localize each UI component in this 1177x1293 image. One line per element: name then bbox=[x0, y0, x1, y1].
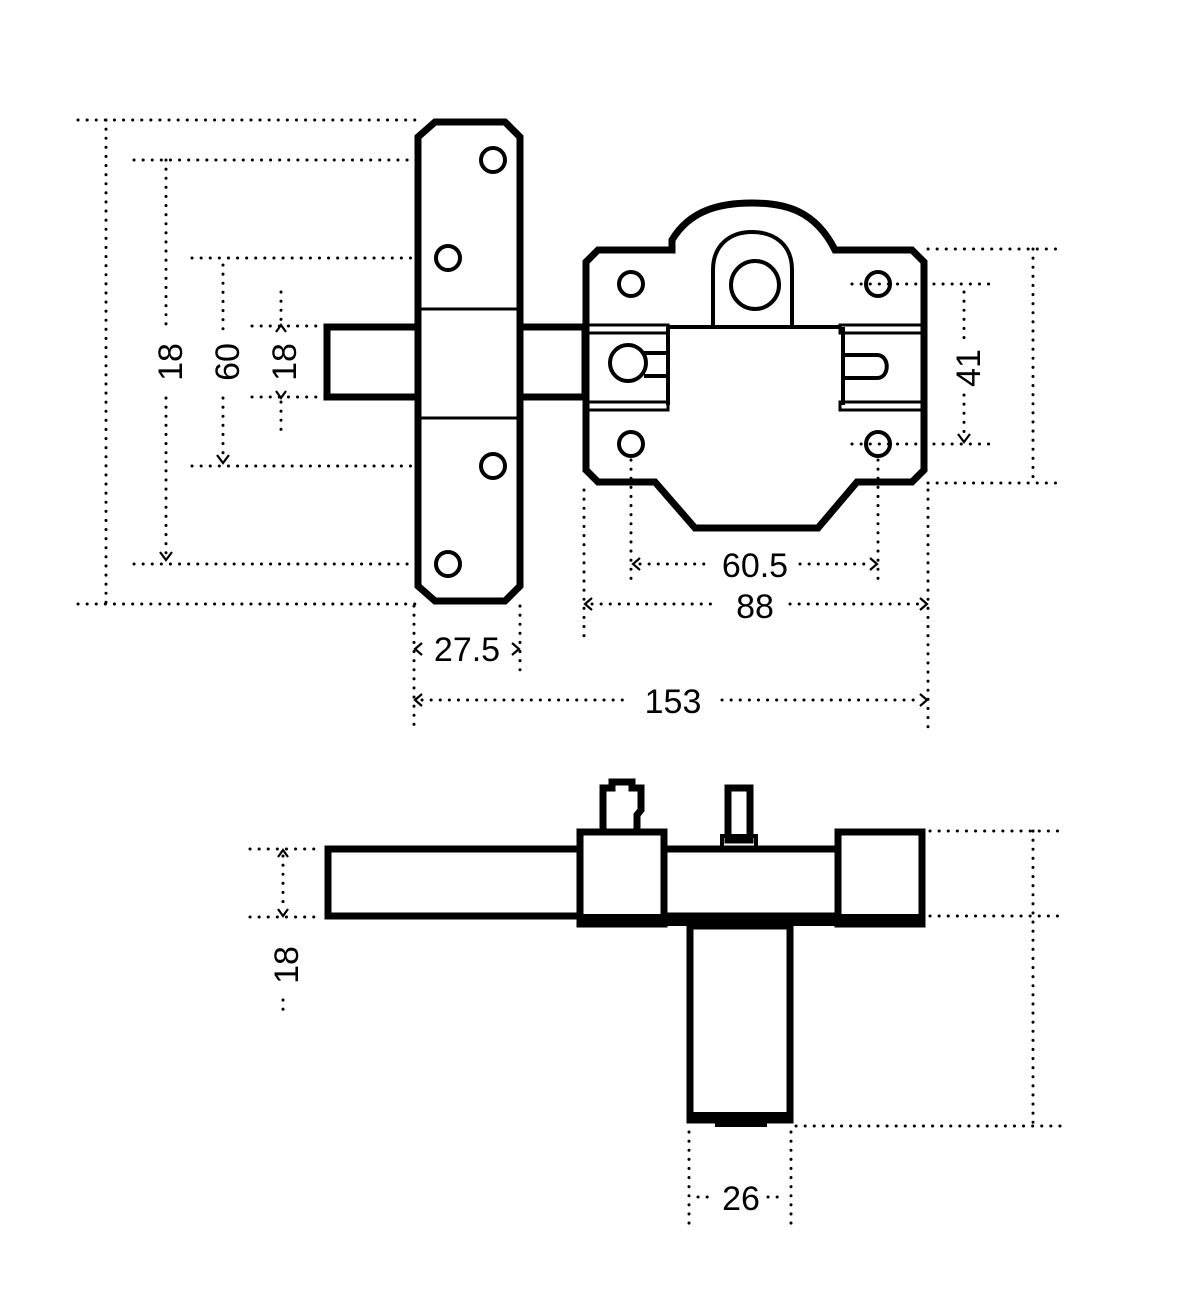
mounting-plate bbox=[414, 118, 524, 605]
cylinder-cap bbox=[715, 1118, 767, 1127]
arrow-down bbox=[216, 454, 230, 465]
arrow-left bbox=[583, 597, 593, 611]
dim-label-plate-height: 18 bbox=[152, 343, 190, 381]
lock-body bbox=[582, 199, 928, 532]
rail-top-right bbox=[838, 323, 924, 335]
arrow-down bbox=[275, 390, 287, 400]
arrow-down bbox=[957, 433, 971, 444]
arrow-up bbox=[277, 848, 289, 858]
front-view: 18 60 18 41 bbox=[76, 118, 1066, 734]
rail-bottom-left bbox=[586, 400, 670, 412]
pin bbox=[724, 784, 754, 844]
lock-screw-hole bbox=[617, 430, 645, 458]
arrow-up bbox=[275, 323, 287, 333]
arrow-right bbox=[919, 693, 929, 707]
housing-left bbox=[576, 828, 668, 928]
shackle-hole bbox=[729, 259, 781, 311]
dim-label-lock-hole-spacing: 60.5 bbox=[722, 547, 788, 585]
dim-label-lock-height: 41 bbox=[950, 349, 988, 387]
dim-label-plate-width: 27.5 bbox=[434, 631, 500, 669]
screw-hole bbox=[434, 550, 462, 578]
lock-screw-hole bbox=[617, 270, 645, 298]
base-plate bbox=[580, 914, 922, 926]
dim-label-hole-spacing: 60 bbox=[209, 343, 247, 381]
dim-label-lock-width: 88 bbox=[736, 588, 774, 626]
dim-label-total-width: 153 bbox=[645, 683, 702, 721]
cylinder bbox=[686, 922, 794, 1124]
arrow-right bbox=[511, 642, 521, 656]
knob bbox=[599, 778, 645, 835]
arrow-left bbox=[413, 642, 423, 656]
arrow-left bbox=[413, 693, 423, 707]
rail-bottom-right bbox=[838, 400, 924, 412]
bolt-pin bbox=[608, 343, 648, 383]
dim-label-bolt-thickness: 18 bbox=[268, 946, 306, 984]
dim-label-cylinder-width: 26 bbox=[722, 1180, 760, 1218]
arrow-left bbox=[631, 557, 641, 571]
dim-label-bolt-height: 18 bbox=[266, 343, 304, 381]
screw-hole bbox=[479, 452, 507, 480]
arrow-down bbox=[159, 551, 173, 562]
slot-right bbox=[841, 333, 889, 402]
housing-right bbox=[834, 828, 926, 928]
side-view: 18 26 bbox=[248, 778, 1066, 1228]
screw-hole bbox=[434, 244, 462, 272]
shackle-loop bbox=[711, 229, 794, 327]
arrow-down bbox=[277, 908, 289, 918]
arrow-right bbox=[869, 557, 879, 571]
cylinder-bottom bbox=[690, 1112, 790, 1122]
arrow-right bbox=[919, 597, 929, 611]
screw-hole bbox=[479, 146, 507, 174]
